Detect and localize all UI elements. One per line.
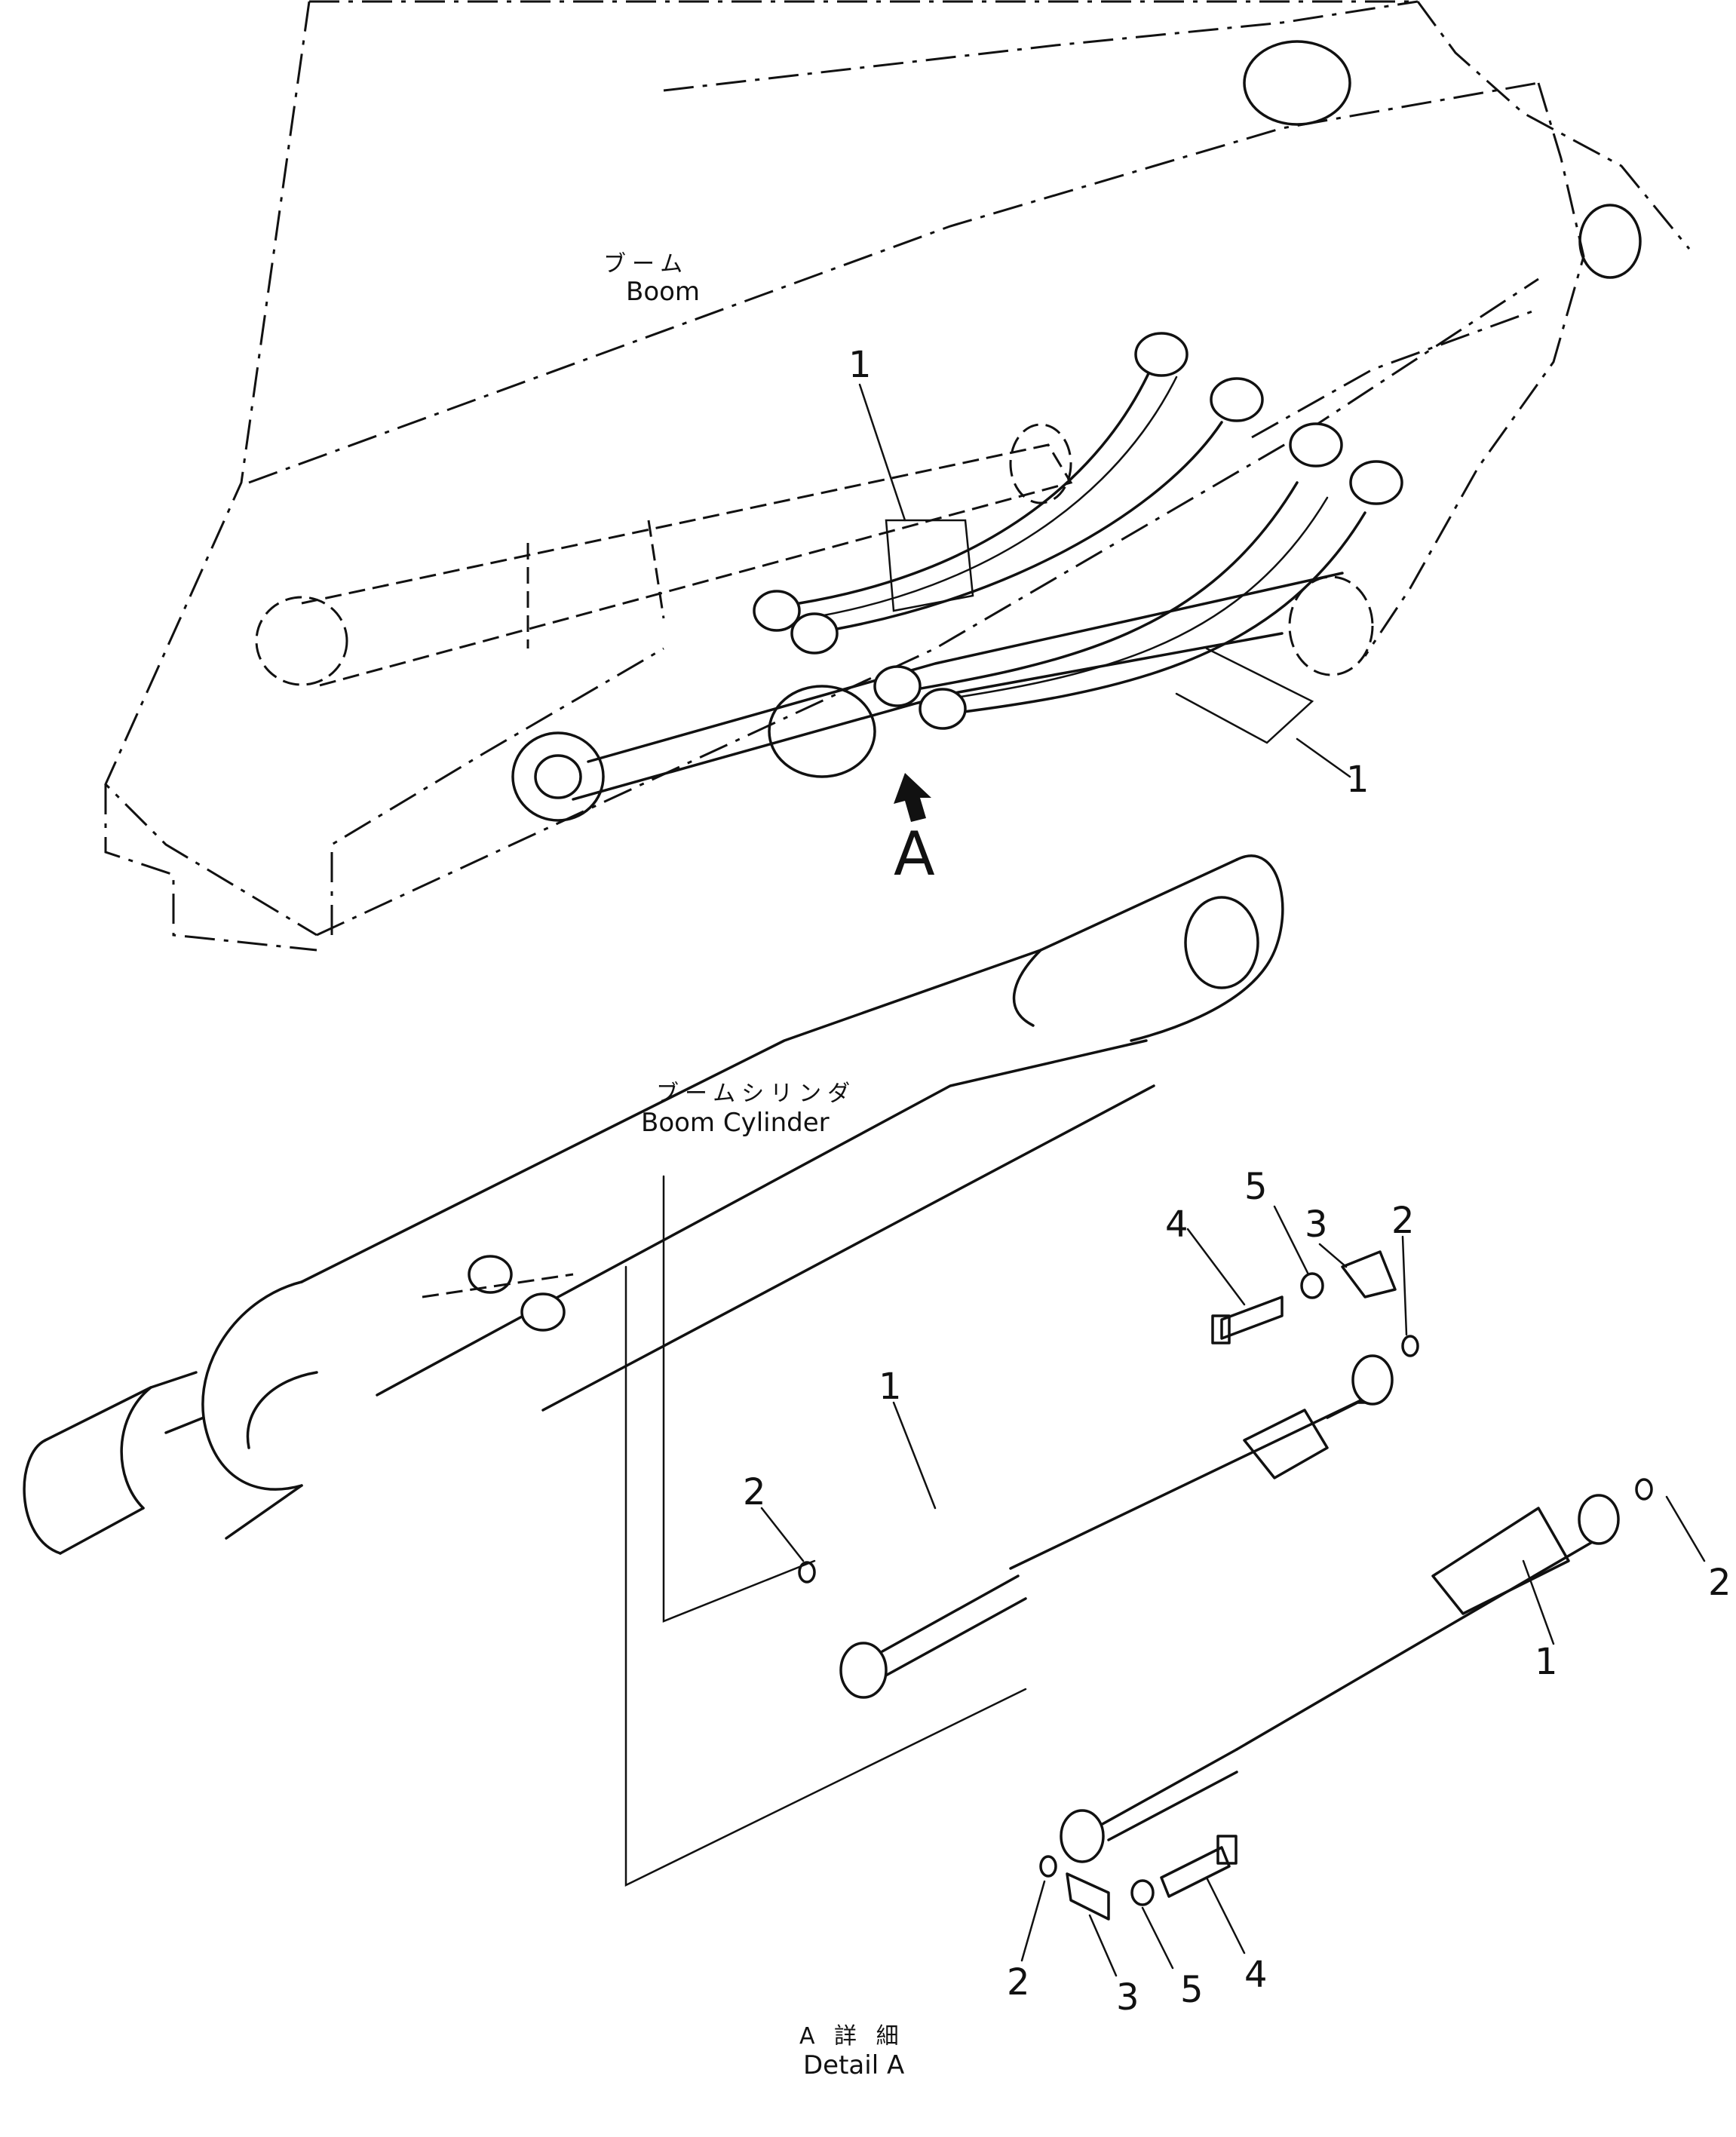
oring-left xyxy=(798,1561,816,1584)
view-marker-a: A xyxy=(894,819,935,889)
callout-hose-detail-lower: 1 xyxy=(1535,1641,1558,1683)
callout-washer-top: 5 xyxy=(1244,1166,1268,1208)
boom-hoses xyxy=(753,332,1403,744)
oring-top-right xyxy=(1401,1335,1419,1357)
oring-bottom xyxy=(1039,1855,1057,1878)
callout-washer-bottom: 5 xyxy=(1180,1969,1204,2011)
cylinder-label-en: Boom Cylinder xyxy=(641,1108,830,1138)
callout-hose-detail-upper: 1 xyxy=(879,1366,902,1408)
detail-fasteners xyxy=(1066,1250,1397,1921)
detail-label-jp: A 詳 細 xyxy=(799,2023,905,2050)
cylinder-label-jp: ブームシリンダ xyxy=(656,1081,856,1107)
boom-label-jp: ブーム xyxy=(603,251,689,277)
callout-oring-left: 2 xyxy=(743,1471,766,1513)
callout-oring-top-right: 2 xyxy=(1391,1200,1415,1242)
leader-lines xyxy=(760,383,1706,1977)
callout-half-flange-top: 3 xyxy=(1305,1203,1328,1246)
boom-outline xyxy=(104,0,1691,952)
boom-cylinder xyxy=(23,854,1284,1555)
callout-half-flange-bottom: 3 xyxy=(1116,1976,1139,2019)
callout-oring-right: 2 xyxy=(1708,1562,1731,1604)
callout-hose-top-a: 1 xyxy=(848,344,872,386)
detail-label-en: Detail A xyxy=(803,2050,904,2080)
callout-hose-top-b: 1 xyxy=(1346,759,1369,801)
detail-hose-upper xyxy=(798,1335,1419,1699)
callout-bolt-bottom: 4 xyxy=(1244,1954,1268,1996)
oring-right xyxy=(1635,1478,1653,1501)
callout-bolt-top: 4 xyxy=(1165,1203,1189,1246)
boom-inner-cylinder xyxy=(301,423,1344,801)
detail-hose-lower xyxy=(1039,1478,1653,1878)
detail-bracket xyxy=(624,1175,1027,1887)
boom-label-en: Boom xyxy=(626,277,700,307)
callout-oring-bottom: 2 xyxy=(1007,1961,1030,2004)
view-arrow-a xyxy=(894,773,931,822)
